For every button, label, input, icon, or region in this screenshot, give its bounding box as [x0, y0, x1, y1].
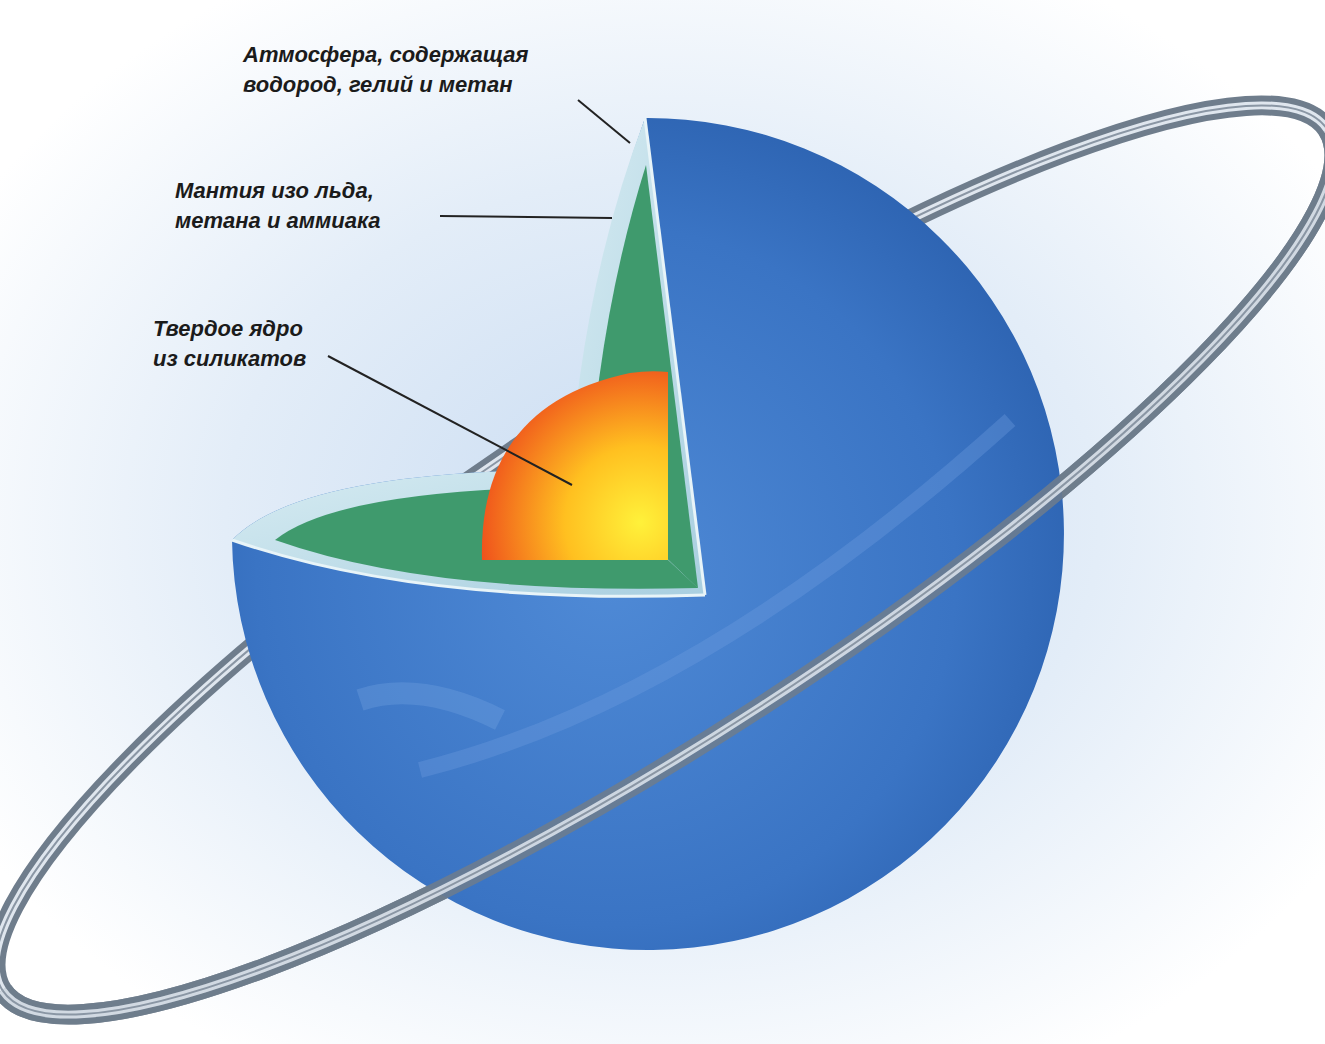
cloud-band: [360, 693, 500, 720]
leader-line: [578, 100, 630, 143]
ring-front: [0, 70, 1325, 1044]
callout-label: Атмосфера, содержащая водород, гелий и м…: [243, 40, 583, 100]
leader-line: [440, 216, 612, 218]
leader-line: [328, 356, 572, 485]
planet-body: [232, 118, 1064, 950]
core: [482, 371, 668, 560]
callout-label: Мантия изо льда, метана и аммиака: [175, 176, 425, 236]
callout-label: Твердое ядро из силикатов: [153, 314, 323, 374]
